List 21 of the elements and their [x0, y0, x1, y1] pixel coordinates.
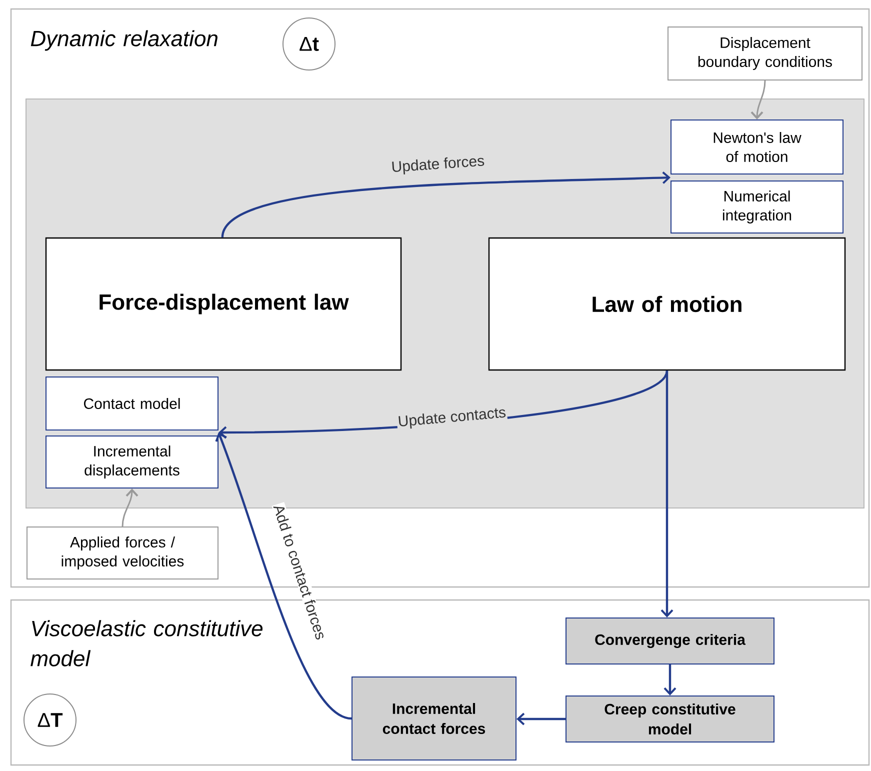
- process-box: Contact model: [46, 376, 218, 430]
- arrow: [664, 664, 676, 696]
- process-box: Force-displacement law: [45, 237, 402, 371]
- arrow: [221, 171, 670, 238]
- process-box: Incremental contact forces: [352, 676, 516, 760]
- arrow: [750, 80, 766, 120]
- process-box: Numerical integration: [670, 180, 844, 234]
- process-box: Newton's law of motion: [670, 120, 844, 174]
- edge-label: Update forces: [390, 154, 486, 176]
- arrow: [122, 488, 138, 527]
- input-box: Displacement boundary conditions: [668, 26, 862, 80]
- edge-label: Update contacts: [396, 405, 508, 431]
- input-box: Applied forces / imposed velocities: [26, 526, 218, 580]
- process-box: Law of motion: [488, 237, 846, 371]
- process-box: Convergenge criteria: [566, 618, 774, 664]
- arrow: [660, 370, 674, 618]
- arrow: [215, 432, 352, 720]
- process-box: Incremental displacements: [46, 436, 218, 488]
- process-box: Creep constitutive model: [566, 696, 774, 742]
- arrow: [516, 712, 566, 726]
- edge-label: Add to contact forces: [272, 502, 328, 642]
